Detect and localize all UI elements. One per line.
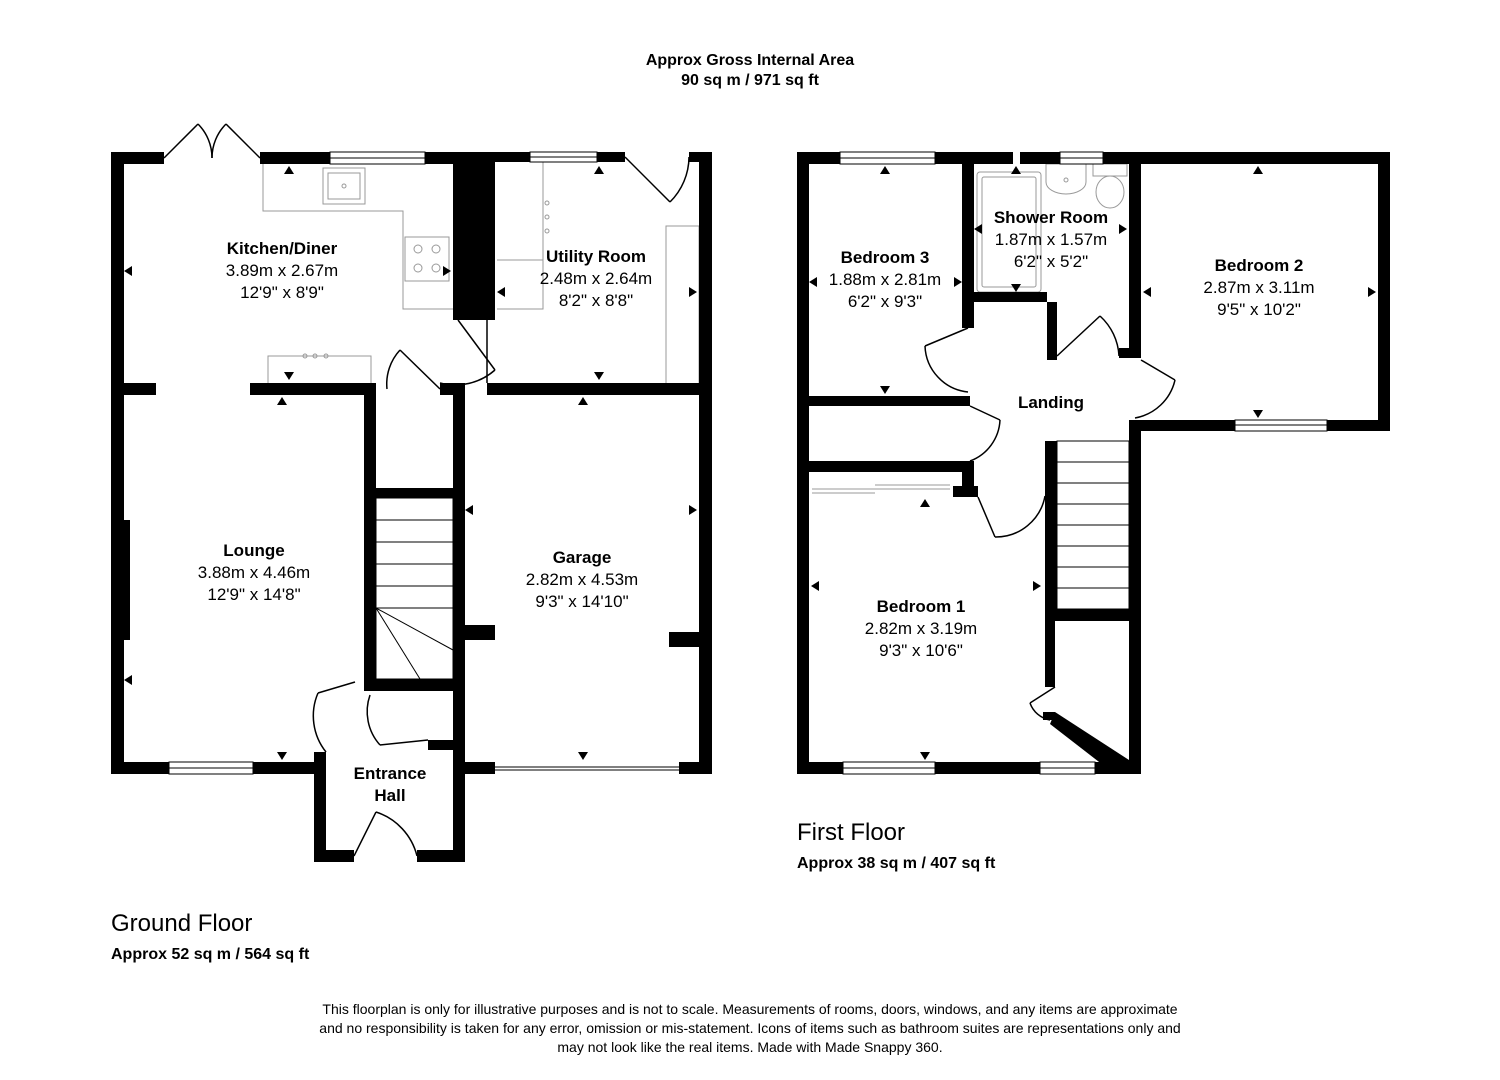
bedroom3-metric: 1.88m x 2.81m xyxy=(829,270,941,289)
shower-metric: 1.87m x 1.57m xyxy=(995,230,1107,249)
lounge-imperial: 12'9" x 14'8" xyxy=(207,585,300,604)
ground-floor-doors xyxy=(163,123,690,857)
first-floor-doors xyxy=(924,315,1176,721)
ground-floor-markers xyxy=(124,166,697,760)
garage-name: Garage xyxy=(553,548,612,567)
garage-imperial: 9'3" x 14'10" xyxy=(535,592,628,611)
sink-basin xyxy=(327,172,361,200)
bedroom1-metric: 2.82m x 3.19m xyxy=(865,619,977,638)
ground-floor-title: Ground Floor xyxy=(111,910,253,937)
first-floor-title: First Floor xyxy=(797,819,905,846)
shower-name: Shower Room xyxy=(994,208,1108,227)
hob-icon xyxy=(404,236,450,282)
toilet-icon xyxy=(1095,175,1125,209)
disclaimer-line-2: and no responsibility is taken for any e… xyxy=(319,1020,1181,1036)
disclaimer-line-3: may not look like the real items. Made w… xyxy=(557,1039,943,1055)
utility-name: Utility Room xyxy=(546,247,646,266)
ground-floor-area: Approx 52 sq m / 564 sq ft xyxy=(111,946,310,963)
utility-metric: 2.48m x 2.64m xyxy=(540,269,652,288)
ground-floor-windows xyxy=(168,151,598,775)
first-floor-area: Approx 38 sq m / 407 sq ft xyxy=(797,855,996,872)
kitchen-imperial: 12'9" x 8'9" xyxy=(240,283,324,302)
first-floor-markers xyxy=(809,166,1376,760)
first-floor-stairs xyxy=(1056,440,1130,610)
first-floor-windows xyxy=(839,151,1328,775)
bedroom2-name: Bedroom 2 xyxy=(1215,256,1304,275)
toilet-cistern xyxy=(1092,163,1128,177)
gross-area-value: 90 sq m / 971 sq ft xyxy=(681,72,819,89)
disclaimer-line-1: This floorplan is only for illustrative … xyxy=(322,1001,1178,1017)
bedroom3-name: Bedroom 3 xyxy=(841,248,930,267)
entrance-name-line2: Hall xyxy=(374,786,405,805)
utility-imperial: 8'2" x 8'8" xyxy=(559,291,633,310)
bedroom1-imperial: 9'3" x 10'6" xyxy=(879,641,963,660)
disclaimer: This floorplan is only for illustrative … xyxy=(200,1000,1300,1057)
shower-imperial: 6'2" x 5'2" xyxy=(1014,252,1088,271)
first-floor-walls xyxy=(797,152,1390,774)
lounge-name: Lounge xyxy=(223,541,284,560)
utility-cupboard xyxy=(665,225,700,385)
lounge-metric: 3.88m x 4.46m xyxy=(198,563,310,582)
entrance-name-line1: Entrance xyxy=(354,764,427,783)
washbasin-icon xyxy=(1045,163,1087,195)
sink-drain xyxy=(341,183,347,189)
garage-metric: 2.82m x 4.53m xyxy=(526,570,638,589)
kitchen-sink-icon xyxy=(322,167,366,205)
ground-floor-stairs xyxy=(375,497,454,680)
kitchen-name: Kitchen/Diner xyxy=(227,239,338,258)
gross-area-title: Approx Gross Internal Area xyxy=(645,52,855,69)
kitchen-peninsula xyxy=(267,355,372,385)
bedroom2-imperial: 9'5" x 10'2" xyxy=(1217,300,1301,319)
bedroom1-name: Bedroom 1 xyxy=(877,597,966,616)
ground-floor-plan: Kitchen/Diner 3.89m x 2.67m 12'9" x 8'9"… xyxy=(111,123,712,862)
bedroom3-imperial: 6'2" x 9'3" xyxy=(848,292,922,311)
first-floor-plan: Bedroom 3 1.88m x 2.81m 6'2" x 9'3" Show… xyxy=(797,151,1390,775)
ground-floor-walls xyxy=(111,152,712,862)
bedroom2-metric: 2.87m x 3.11m xyxy=(1203,278,1314,297)
landing-name: Landing xyxy=(1018,393,1084,412)
kitchen-metric: 3.89m x 2.67m xyxy=(226,261,338,280)
